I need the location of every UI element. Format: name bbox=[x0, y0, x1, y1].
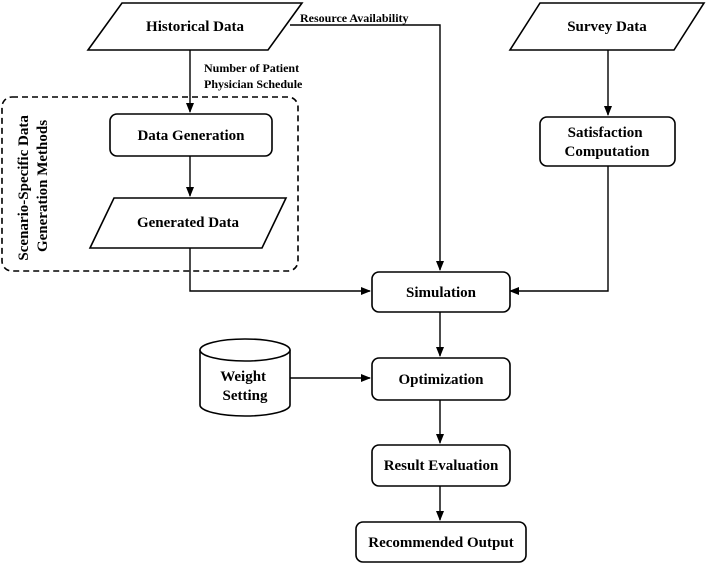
label-physician-schedule: Physician Schedule bbox=[204, 77, 303, 91]
optimization-label: Optimization bbox=[399, 372, 485, 388]
label-number-of-patient: Number of Patient bbox=[204, 61, 299, 75]
generated-data-label: Generated Data bbox=[137, 215, 240, 231]
label-resource-availability: Resource Availability bbox=[300, 11, 409, 25]
scenario-group-label: Scenario-Specific Data Generation Method… bbox=[16, 111, 51, 260]
node-result-evaluation: Result Evaluation bbox=[371, 444, 511, 487]
node-survey-data: Survey Data bbox=[508, 2, 706, 51]
satisfaction-label-line2: Computation bbox=[564, 144, 650, 160]
node-historical-data: Historical Data bbox=[86, 2, 304, 51]
node-data-generation: Data Generation bbox=[109, 113, 273, 157]
simulation-label: Simulation bbox=[406, 285, 477, 301]
edge-satisfaction-to-simulation bbox=[509, 166, 609, 295]
survey-data-label: Survey Data bbox=[567, 19, 647, 35]
node-weight-setting: Weight Setting bbox=[199, 338, 291, 417]
satisfaction-computation-label: Satisfaction Computation bbox=[564, 125, 650, 160]
node-satisfaction-computation: Satisfaction Computation bbox=[539, 116, 676, 167]
data-generation-label: Data Generation bbox=[137, 128, 245, 144]
satisfaction-label-line1: Satisfaction bbox=[568, 125, 644, 141]
edge-generated-data-to-simulation bbox=[189, 248, 371, 295]
node-recommended-output: Recommended Output bbox=[355, 521, 527, 563]
node-simulation: Simulation bbox=[371, 271, 511, 313]
scenario-group-label-line1: Scenario-Specific Data bbox=[16, 115, 32, 261]
weight-label-line2: Setting bbox=[223, 388, 269, 404]
historical-data-label: Historical Data bbox=[146, 19, 244, 35]
result-evaluation-label: Result Evaluation bbox=[384, 458, 499, 474]
weight-label-line1: Weight bbox=[220, 369, 266, 385]
edge-historical-to-simulation bbox=[290, 24, 444, 271]
weight-setting-label: Weight Setting bbox=[220, 369, 270, 404]
scenario-group-label-line2: Generation Methods bbox=[35, 120, 51, 252]
recommended-output-label: Recommended Output bbox=[368, 535, 513, 551]
node-generated-data: Generated Data bbox=[88, 197, 288, 249]
node-optimization: Optimization bbox=[371, 357, 511, 401]
